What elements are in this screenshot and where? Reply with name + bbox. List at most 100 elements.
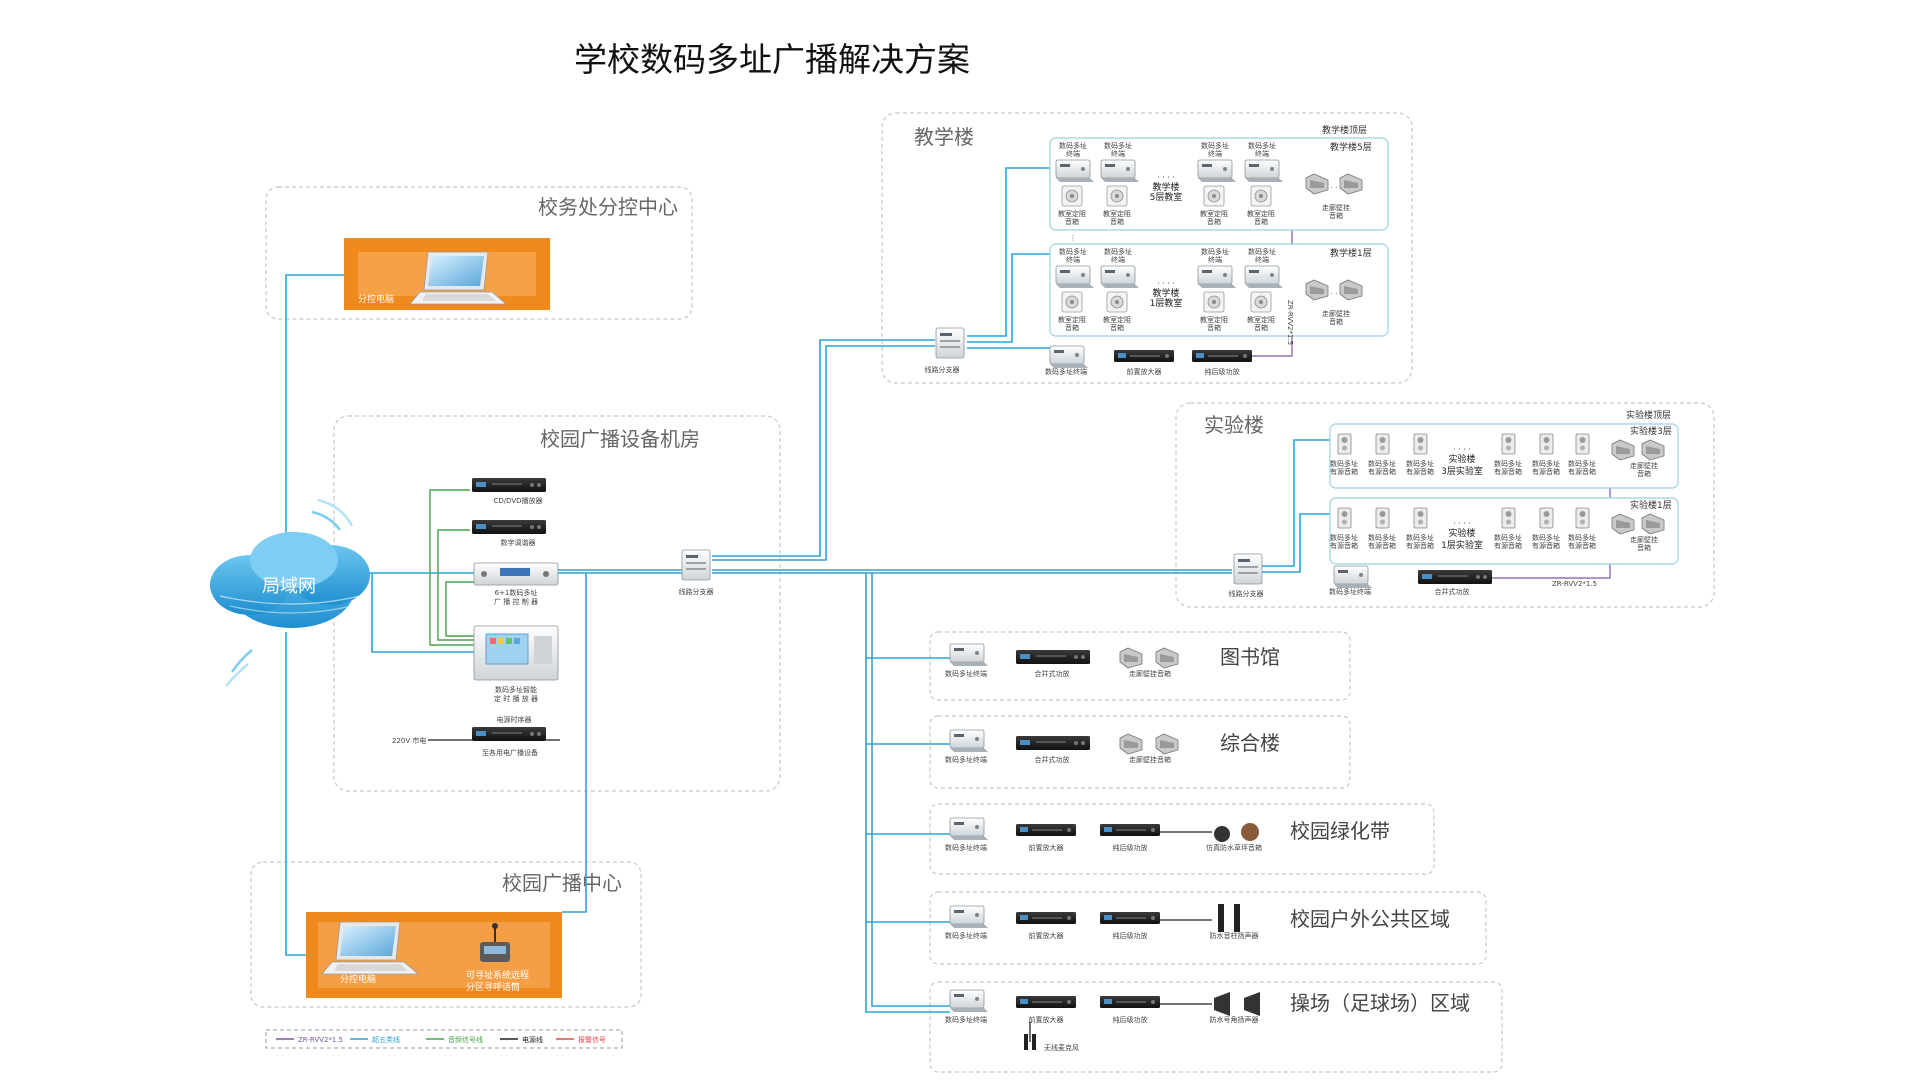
lab-riser xyxy=(1262,439,1330,567)
svg-text:终端: 终端 xyxy=(1111,149,1125,158)
area-terminal-device xyxy=(949,989,989,1013)
svg-text:有源音箱: 有源音箱 xyxy=(1368,467,1396,476)
area-device-label: 数码多址终端 xyxy=(945,1015,987,1024)
wireless-mic-icon xyxy=(1024,1034,1028,1050)
lab-amp-label: 合并式功放 xyxy=(1435,587,1470,596)
broadcast-center-zone-label: 校园广播中心 xyxy=(502,871,622,895)
legend-label: 电源线 xyxy=(522,1035,543,1044)
teaching-riser xyxy=(967,167,1058,337)
svg-text:数码多址: 数码多址 xyxy=(1330,533,1358,542)
column-speaker-icon xyxy=(1218,904,1224,932)
area-device-label: 走廊壁挂音箱 xyxy=(1129,755,1171,764)
power-sequencer-label: 电源时序器 xyxy=(497,715,532,724)
lab-floor3-label: 实验楼3层 xyxy=(1630,425,1672,437)
area-name-label: 图书馆 xyxy=(1220,645,1280,669)
area-amp-device xyxy=(1016,996,1076,1008)
lab-room3-line1: 实验楼 xyxy=(1448,453,1475,465)
area-branch-b xyxy=(871,573,950,1007)
svg-text:· · · ·: · · · · xyxy=(1157,279,1175,288)
horn-speaker-icon xyxy=(1214,992,1230,1016)
admin-pc-label: 分控电脑 xyxy=(358,293,394,305)
svg-text:音箱: 音箱 xyxy=(1329,211,1343,220)
svg-text:有源音箱: 有源音箱 xyxy=(1532,541,1560,550)
center-pc-panel: 分控电脑 可寻址系统远程 分区寻呼话筒 xyxy=(306,912,562,998)
area-amp-device xyxy=(1016,650,1090,664)
main-splitter-label: 线路分支器 xyxy=(679,587,714,596)
area-row-3: 数码多址终端前置放大器纯后级功放仿真防水草坪音箱校园绿化带 xyxy=(945,817,1390,852)
teaching-floor5-label: 教学楼5层 xyxy=(1330,141,1372,153)
page-title: 学校数码多址广播解决方案 xyxy=(574,40,970,79)
area-terminal-device xyxy=(949,905,989,929)
trunk-to-teaching xyxy=(712,339,935,557)
wireless-mic-icon xyxy=(1032,1034,1036,1050)
area-device-label: 数码多址终端 xyxy=(945,843,987,852)
cd-player-device xyxy=(472,478,546,492)
area-wall-speaker-icon xyxy=(1155,647,1179,669)
area-row-4: 数码多址终端前置放大器纯后级功放防水音柱扬声器校园户外公共区域 xyxy=(945,904,1450,940)
teaching-room1-line1: 教学楼 xyxy=(1152,287,1179,299)
legend-box xyxy=(265,1029,623,1049)
controller-label-line2: 广 播 控 制 器 xyxy=(494,597,538,606)
svg-text:数码多址: 数码多址 xyxy=(1532,459,1560,468)
audio-line-3 xyxy=(445,581,474,637)
svg-text:数码多址: 数码多址 xyxy=(1201,141,1229,150)
area-device-label: 前置放大器 xyxy=(1029,1015,1064,1024)
area-terminal-device xyxy=(949,729,989,753)
svg-text:音箱: 音箱 xyxy=(1254,217,1268,226)
lab-floor1-devices: 数码多址 有源音箱 数码多址 有源音箱 数码多址 有源音箱 数码多址 有源音箱 … xyxy=(1330,507,1665,552)
area-terminal-device xyxy=(949,817,989,841)
svg-text:教室定阻: 教室定阻 xyxy=(1247,209,1275,218)
svg-text:终端: 终端 xyxy=(1255,255,1269,264)
svg-text:音箱: 音箱 xyxy=(1065,217,1079,226)
area-device-label: 前置放大器 xyxy=(1029,931,1064,940)
svg-text:终端: 终端 xyxy=(1208,149,1222,158)
area-amp-device xyxy=(1016,824,1076,836)
greenbelt-zone xyxy=(929,803,1435,875)
legend-label: 报警信号 xyxy=(578,1035,606,1044)
area-device-label: 走廊壁挂音箱 xyxy=(1129,669,1171,678)
timer-label-line1: 数码多址智能 xyxy=(495,685,537,694)
svg-text:终端: 终端 xyxy=(1111,255,1125,264)
lab-roof-label: 实验楼顶层 xyxy=(1626,409,1671,421)
lab-floor3-devices: 数码多址 有源音箱 数码多址 有源音箱 数码多址 有源音箱 数码多址 有源音箱 … xyxy=(1330,433,1665,478)
area-name-label: 操场（足球场）区域 xyxy=(1290,991,1470,1015)
area-device-label: 合并式功放 xyxy=(1035,755,1070,764)
lab-zone-label: 实验楼 xyxy=(1204,413,1264,437)
legend-item: 电源线 xyxy=(500,1035,543,1044)
teaching-roof-label: 教学楼顶层 xyxy=(1322,124,1367,136)
area-device-label: 数码多址终端 xyxy=(945,931,987,940)
to-all-label: 至各用电广播设备 xyxy=(482,748,538,757)
library-zone xyxy=(929,631,1351,701)
svg-text:音箱: 音箱 xyxy=(1637,469,1651,478)
svg-text:教室定阻: 教室定阻 xyxy=(1247,315,1275,324)
svg-text:教室定阻: 教室定阻 xyxy=(1103,209,1131,218)
area-device-label: 数码多址终端 xyxy=(945,669,987,678)
area-amp-device xyxy=(1016,736,1090,750)
area-device-label: 防水号角扬声器 xyxy=(1210,1015,1259,1024)
area-device-label: 防水音柱扬声器 xyxy=(1210,931,1259,940)
legend-label: 超五类线 xyxy=(372,1035,400,1044)
admin-zone-label: 校务处分控中心 xyxy=(538,195,678,219)
network-line-admin xyxy=(285,274,344,550)
teaching-floor1-label: 教学楼1层 xyxy=(1330,247,1372,259)
teaching-floor-gap: ⋮ xyxy=(1070,234,1077,242)
outdoor-zone xyxy=(929,891,1487,965)
area-wall-speaker-icon xyxy=(1119,647,1143,669)
wireless-signal-icon xyxy=(225,498,354,687)
lab-zone xyxy=(1175,402,1715,608)
area-row-2: 数码多址终端合并式功放走廊壁挂音箱综合楼 xyxy=(945,729,1280,764)
audio-line-2 xyxy=(437,529,474,641)
svg-text:音箱: 音箱 xyxy=(1110,323,1124,332)
rock-speaker-icon xyxy=(1241,823,1259,841)
svg-text:数码多址: 数码多址 xyxy=(1406,533,1434,542)
area-row-1: 数码多址终端合并式功放走廊壁挂音箱图书馆 xyxy=(945,643,1280,678)
svg-text:数码多址: 数码多址 xyxy=(1494,459,1522,468)
area-name-label: 校园绿化带 xyxy=(1290,819,1390,843)
area-terminal-device xyxy=(949,643,989,667)
legend-item: 报警信号 xyxy=(556,1035,606,1044)
svg-text:有源音箱: 有源音箱 xyxy=(1368,541,1396,550)
complex-zone xyxy=(929,715,1351,789)
svg-text:数码多址: 数码多址 xyxy=(1406,459,1434,468)
